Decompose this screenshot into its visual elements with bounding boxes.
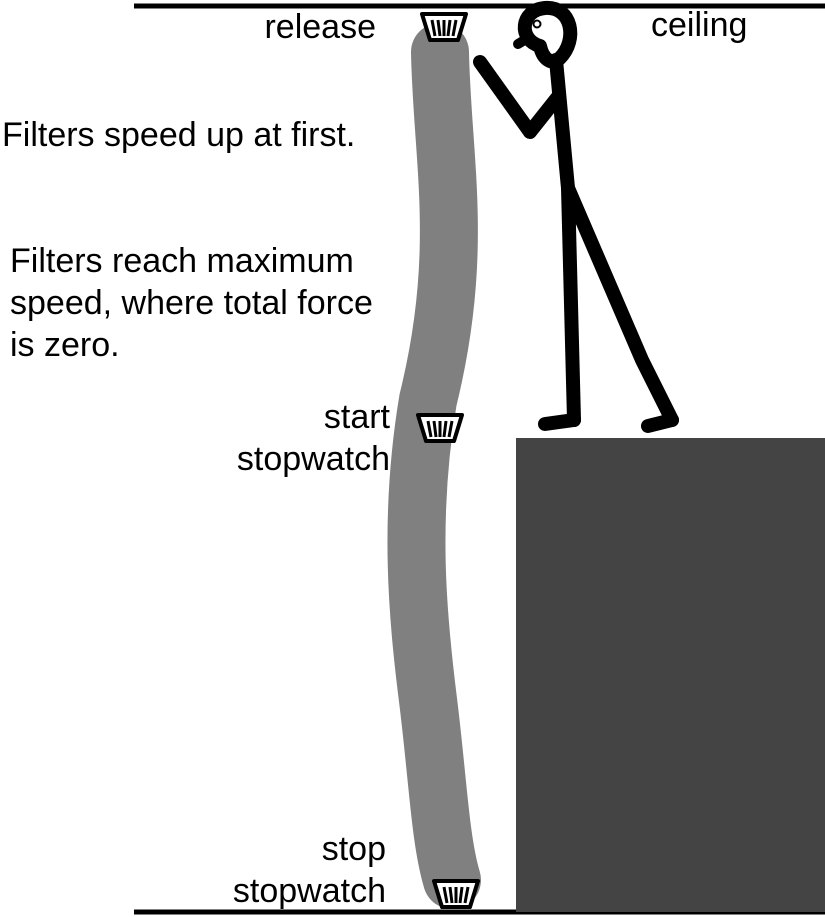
ceiling-label: ceiling <box>651 6 748 44</box>
coffee-filter-icon <box>420 12 468 42</box>
coffee-filter-icon <box>432 879 480 909</box>
stop-stopwatch-label: stop stopwatch <box>232 830 386 910</box>
speed-up-note: Filters speed up at first. <box>2 116 356 154</box>
fall-path <box>387 23 481 909</box>
stick-figure-icon <box>473 1 679 433</box>
start-stopwatch-label: start stopwatch <box>236 398 390 478</box>
max-speed-note: Filters reach maximum speed, where total… <box>10 242 373 364</box>
release-label: release <box>264 8 376 46</box>
table-block <box>516 438 825 912</box>
coffee-filter-icon <box>416 413 464 443</box>
eye-icon <box>532 19 542 29</box>
